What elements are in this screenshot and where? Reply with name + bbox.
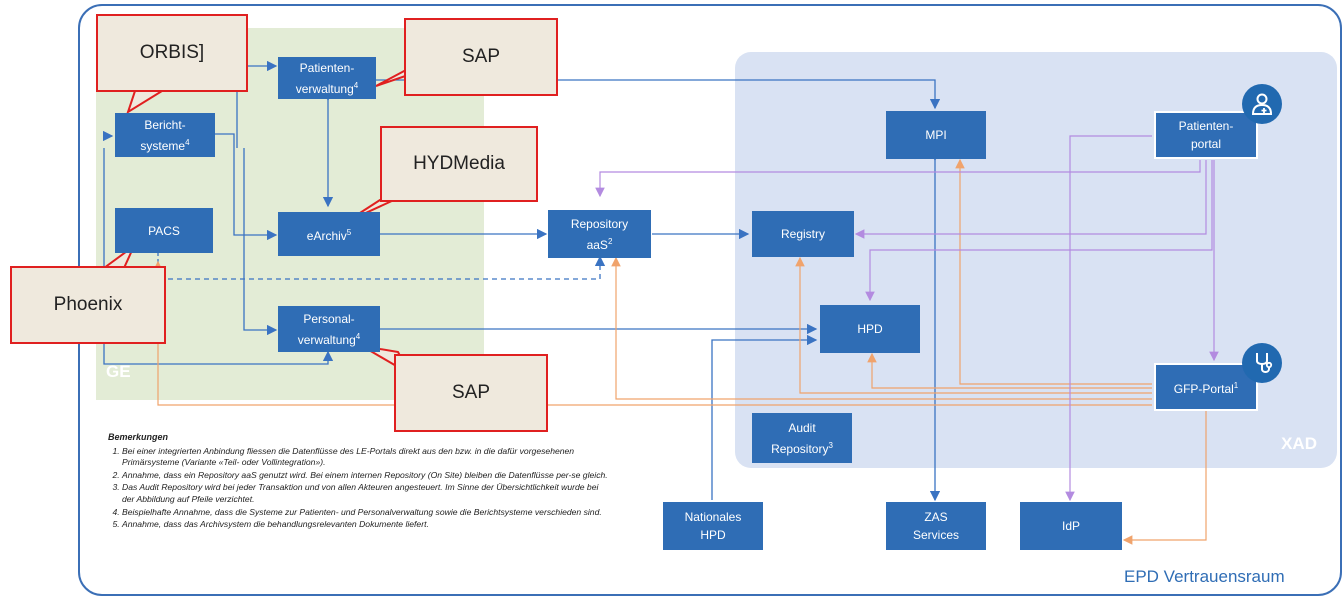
ge-loop-to-personalverwaltung-flow	[103, 148, 334, 365]
audit-repository-label-2: Repository	[771, 441, 829, 456]
patientenverwaltung-to-mpi-flow	[376, 79, 941, 110]
patienten-verwaltung-label-2: verwaltung	[295, 81, 354, 96]
remarks-section: Bemerkungen Bei einer integrierten Anbin…	[108, 432, 608, 532]
gfp-idp-flow	[1122, 401, 1211, 545]
earchiv-label: eArchiv	[306, 228, 347, 243]
patient-icon	[1242, 84, 1282, 124]
patienten-portal-label-1: Patienten-	[1178, 119, 1234, 133]
remarks-title: Bemerkungen	[108, 432, 169, 442]
patienten-portal-label-2: portal	[1190, 137, 1221, 151]
nationales-hpd-to-hpd-flow	[711, 334, 818, 500]
personal-verwaltung-label-2: verwaltung	[297, 332, 356, 347]
stethoscope-icon	[1242, 343, 1282, 383]
berichtsysteme-to-earchiv-flow	[214, 133, 278, 241]
remark-item: Annahme, dass das Archivsystem die behan…	[122, 519, 608, 531]
gfp-portal-node[interactable]: GFP-Portal1	[1154, 363, 1258, 411]
remarks-list: Bei einer integrierten Anbindung fliesse…	[108, 446, 608, 531]
patienten-verwaltung-footnote: 4	[353, 80, 359, 90]
pacs-to-repository-dashed-flow	[157, 255, 606, 280]
audit-repository-label-1: Audit	[788, 420, 816, 435]
berichtsysteme-to-personalverwaltung-flow	[243, 148, 278, 336]
nationales-hpd-label-2: HPD	[700, 528, 726, 542]
patienten-portal-node[interactable]: Patienten-portal	[1154, 111, 1258, 159]
sap-top-callout-text: SAP	[461, 46, 501, 67]
patienten-verwaltung-label-1: Patienten-	[299, 60, 355, 75]
hpd-label: HPD	[857, 322, 883, 336]
remark-item: Bei einer integrierten Anbindung fliesse…	[122, 446, 608, 469]
patient-icon-glyph	[1251, 93, 1273, 115]
personal-verwaltung-node[interactable]: Personal-verwaltung4	[278, 306, 380, 352]
patientenportal-to-idp-flow	[1065, 135, 1152, 502]
berichtsysteme-label-1: Bericht-	[144, 117, 186, 132]
personal-verwaltung-label-1: Personal-	[303, 311, 355, 326]
remark-item: Annahme, dass ein Repository aaS genutzt…	[122, 470, 608, 482]
orbis-callout: ORBIS]	[96, 14, 248, 92]
repository-label-2: aaS	[586, 237, 608, 252]
gfp-portal-footnote: 1	[1233, 380, 1239, 390]
earchiv-footnote: 5	[346, 227, 352, 237]
orbis-callout-pointer	[126, 90, 166, 115]
gfp-to-hpd-flow	[867, 352, 1152, 389]
patientenportal-to-hpd-flow	[865, 160, 1213, 302]
pacs-label: PACS	[148, 223, 180, 238]
nationales-hpd-label-1: Nationales	[684, 510, 742, 524]
xad-label: XAD	[1281, 434, 1317, 453]
epd-vertrauensraum-label: EPD Vertrauensraum	[1124, 567, 1285, 586]
sap-bottom-callout-text: SAP	[451, 382, 491, 403]
personal-verwaltung-footnote: 4	[355, 331, 361, 341]
idp-node[interactable]: IdP	[1020, 502, 1122, 550]
hydmedia-callout-text: HYDMedia	[413, 153, 505, 174]
orbis-callout-text: ORBIS]	[139, 42, 205, 63]
audit-repository-footnote: 3	[828, 440, 833, 450]
zas-services-label-2: Services	[912, 528, 959, 542]
patientenportal-to-repository-flow	[595, 160, 1201, 198]
berichtsysteme-node[interactable]: Bericht-systeme4	[115, 113, 215, 157]
hydmedia-callout: HYDMedia	[380, 126, 538, 202]
remark-item: Das Audit Repository wird bei jeder Tran…	[122, 482, 608, 505]
mpi-node[interactable]: MPI	[886, 111, 986, 159]
sap-bottom-callout: SAP	[394, 354, 548, 432]
berichtsysteme-footnote: 4	[185, 137, 190, 147]
gfp-portal-label: GFP-Portal	[1173, 381, 1234, 396]
patientenportal-to-registry-flow	[854, 160, 1207, 239]
registry-label: Registry	[780, 227, 825, 241]
mpi-label: MPI	[925, 128, 947, 142]
remark-item: Beispielhafte Annahme, dass die Systeme …	[122, 507, 608, 519]
repository-footnote: 2	[607, 236, 613, 246]
gfp-to-registry-flow	[795, 256, 1152, 394]
zas-services-label-1: ZAS	[924, 510, 948, 524]
gfp-to-mpi-flow	[955, 158, 1152, 385]
zas-services-node[interactable]: ZAS Services	[886, 502, 986, 550]
gfp-to-repository-flow	[611, 256, 1152, 400]
registry-node[interactable]: Registry	[752, 211, 854, 257]
idp-label: IdP	[1061, 519, 1080, 533]
phoenix-callout-text: Phoenix	[53, 294, 123, 315]
ge-label: GE	[106, 362, 131, 381]
repository-label-1: Repository	[570, 216, 629, 231]
hpd-node[interactable]: HPD	[820, 305, 920, 353]
patienten-verwaltung-node[interactable]: Patienten-verwaltung4	[278, 57, 376, 99]
stethoscope-icon-glyph	[1256, 353, 1273, 373]
earchiv-node[interactable]: eArchiv5	[278, 212, 380, 256]
phoenix-callout: Phoenix	[10, 266, 166, 344]
berichtsysteme-label-2: systeme	[140, 138, 186, 153]
sap-top-callout: SAP	[404, 18, 558, 96]
pacs-node[interactable]: PACS	[115, 208, 213, 253]
repository-aas-node[interactable]: Repository aaS2	[548, 210, 651, 258]
